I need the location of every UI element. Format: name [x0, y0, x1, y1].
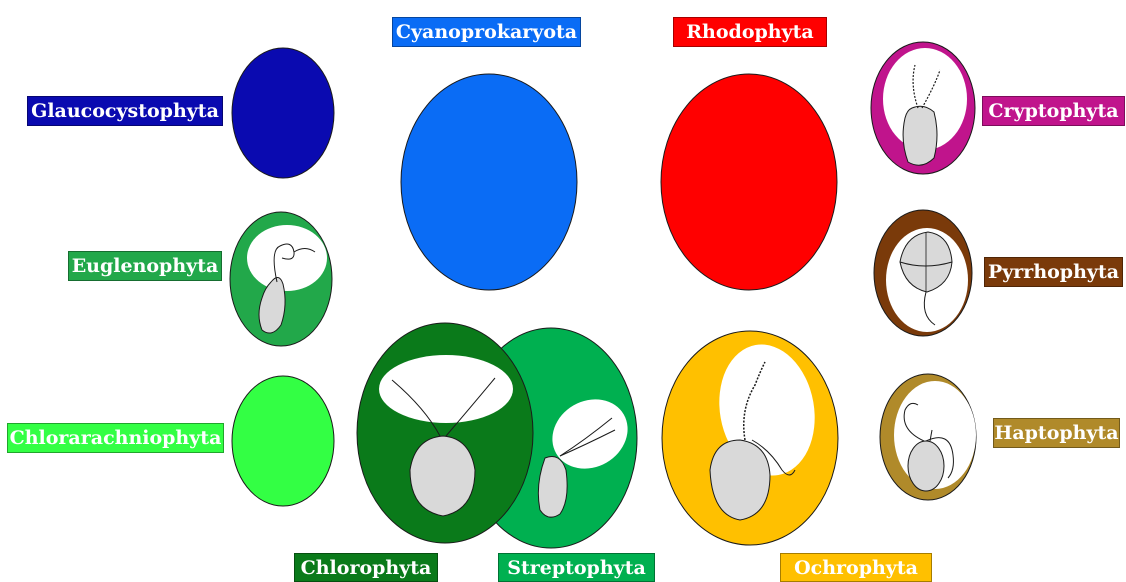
- haptophyte-cell: [908, 441, 944, 491]
- label-rhodophyta: Rhodophyta: [673, 17, 827, 47]
- label-streptophyta: Streptophyta: [498, 553, 655, 582]
- label-haptophyta: Haptophyta: [993, 418, 1120, 448]
- chlorarachniophyta-oval: [232, 376, 334, 506]
- label-euglenophyta: Euglenophyta: [68, 251, 222, 281]
- cyanoprokaryota-oval: [401, 74, 577, 290]
- haptophyta-oval: [880, 374, 976, 500]
- label-pyrrhophyta: Pyrrhophyta: [984, 257, 1123, 287]
- cryptophyte-cell: [903, 106, 937, 165]
- euglenophyta-oval: [230, 212, 332, 346]
- label-chlorophyta: Chlorophyta: [294, 553, 438, 582]
- label-ochrophyta: Ochrophyta: [780, 553, 932, 582]
- label-cryptophyta: Cryptophyta: [982, 96, 1125, 126]
- label-chlorarachniophyta: Chlorarachniophyta: [7, 423, 224, 453]
- chlorophyte-cell: [410, 436, 475, 516]
- pyrrhophyta-oval: [874, 210, 972, 336]
- cryptophyta-oval: [871, 42, 975, 174]
- ochrophyta-oval: [662, 331, 838, 545]
- chlorophyta-oval: [357, 323, 533, 543]
- glaucocystophyta-oval: [232, 48, 334, 178]
- rhodophyta-oval: [661, 74, 837, 290]
- label-glaucocystophyta: Glaucocystophyta: [27, 96, 223, 126]
- label-cyanoprokaryota: Cyanoprokaryota: [392, 17, 581, 47]
- streptophyte-cell: [538, 457, 567, 518]
